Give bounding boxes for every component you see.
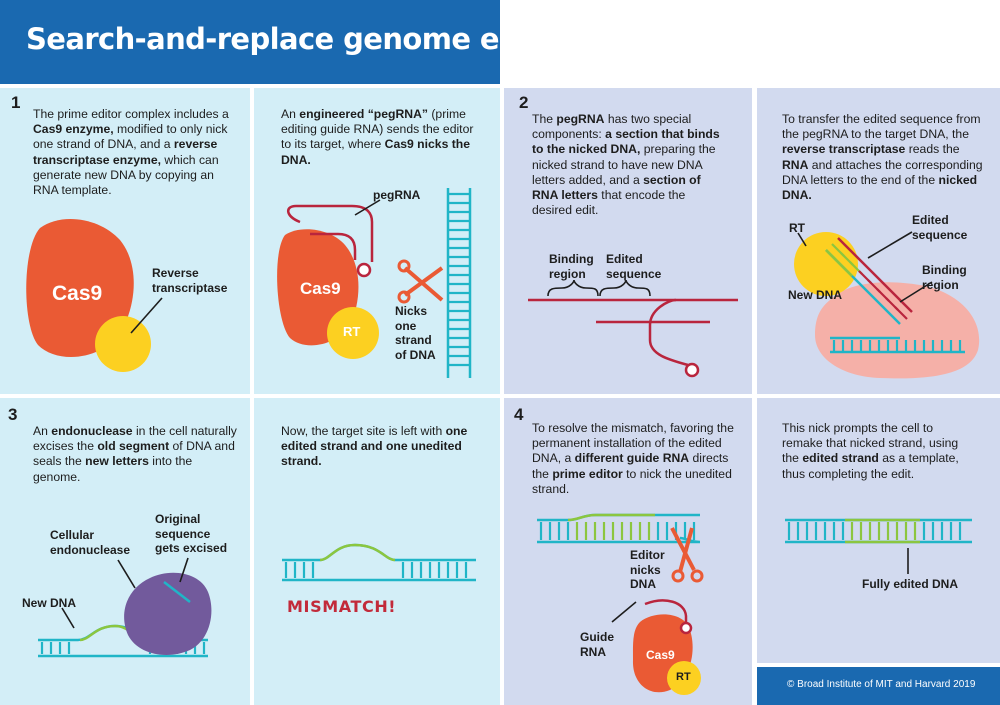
pegrna-loop-b xyxy=(356,262,372,278)
panel-2b-text: To transfer the edited sequence from the… xyxy=(782,112,983,203)
rt-shape-4a xyxy=(667,661,701,695)
original-sequence-label: Original sequence gets excised xyxy=(155,512,228,555)
edited-strand-3b xyxy=(319,543,396,562)
pegrna-pointer xyxy=(354,199,381,216)
editor-nicks-label: Editor nicks DNA xyxy=(630,548,665,591)
scissors-icon-b xyxy=(397,259,444,304)
edited-bracket xyxy=(599,279,651,297)
original-seq-pointer xyxy=(179,557,189,583)
edited-region-4b xyxy=(845,518,920,544)
endonuclease-pointer xyxy=(117,559,136,589)
page-title: Search-and-replace genome editing xyxy=(26,22,592,56)
guide-rna-label: Guide RNA xyxy=(580,630,615,659)
scissors-icon-4a xyxy=(670,527,704,583)
mismatch-label: MISMATCH! xyxy=(287,597,397,616)
duplex-rungs-2c xyxy=(831,243,908,320)
cas9-label-b: Cas9 xyxy=(300,279,341,298)
rt-shape-b xyxy=(327,307,379,359)
cas9-label-e: Cas9 xyxy=(646,648,675,662)
panel-1a-text: The prime editor complex includes a Cas9… xyxy=(33,107,229,198)
dna-rungs-4b xyxy=(787,522,962,540)
panel-1b-text: An engineered “pegRNA” (prime editing gu… xyxy=(281,107,474,167)
panel-4b-text: This nick prompts the cell to remake tha… xyxy=(782,421,959,481)
binding-region-pointer xyxy=(899,281,933,303)
panel-4a-text: To resolve the mismatch, favoring the pe… xyxy=(532,421,734,496)
edited-sequence-label-c: Edited sequence xyxy=(912,213,968,242)
panel-3b-text: Now, the target site is left with one ed… xyxy=(281,424,468,469)
panel-4a xyxy=(504,398,752,705)
panel-2a xyxy=(504,88,752,394)
edited-strand-4a xyxy=(567,513,655,522)
endonuclease-shape xyxy=(124,572,212,655)
rt-shape-2c xyxy=(794,232,858,296)
edited-sequence-label: Edited sequence xyxy=(606,252,662,281)
rna-dna-duplex-2c xyxy=(825,237,913,325)
binding-region-label: Binding region xyxy=(549,252,594,281)
binding-region-label-c: Binding region xyxy=(922,263,967,292)
dna-rungs-2c xyxy=(832,340,962,352)
title-bar: Search-and-replace genome editing xyxy=(0,0,592,84)
pegrna-loop-2a xyxy=(684,362,700,378)
pegrna-strand-b xyxy=(287,204,374,262)
dna-ladder-rungs-b xyxy=(448,192,470,367)
guide-rna-loop-4a xyxy=(679,621,693,635)
cas9-shape-2c xyxy=(815,282,980,379)
edited-seq-pointer xyxy=(867,231,913,259)
rt-pointer-line xyxy=(130,297,163,334)
new-dna-pointer xyxy=(61,607,75,629)
guide-rna-4a xyxy=(644,599,688,622)
cas9-label: Cas9 xyxy=(52,282,103,305)
guide-rna-pointer xyxy=(611,601,637,623)
credit-text: © Broad Institute of MIT and Harvard 201… xyxy=(787,679,976,690)
step-number-3: 3 xyxy=(8,405,18,424)
fully-edited-dna-label: Fully edited DNA xyxy=(862,577,959,591)
excised-strand-3a xyxy=(163,581,191,603)
dna-rungs-3b xyxy=(284,562,468,578)
dna-rung xyxy=(894,306,908,320)
panel-3a-text: An endonuclease in the cell naturally ex… xyxy=(33,424,237,484)
rt-label-e: RT xyxy=(676,671,691,683)
new-dna-label-d: New DNA xyxy=(22,596,77,610)
pegrna-hairpin-2a xyxy=(648,298,689,367)
step-number-1: 1 xyxy=(11,93,21,112)
pegrna-label: pegRNA xyxy=(373,188,421,202)
rt-label-b: RT xyxy=(343,324,361,339)
reverse-transcriptase-shape xyxy=(95,316,151,372)
reverse-transcriptase-label: Reverse transcriptase xyxy=(152,266,228,295)
cellular-endonuclease-label: Cellular endonuclease xyxy=(50,528,131,557)
nicks-label: Nicks one strand of DNA xyxy=(395,304,436,362)
step-number-2: 2 xyxy=(519,93,529,112)
rt-pointer-2c xyxy=(797,232,807,247)
panel-2a-text: The pegRNA has two special components: a… xyxy=(532,112,720,218)
step-number-4: 4 xyxy=(514,405,524,424)
new-dna-label-c: New DNA xyxy=(788,288,843,302)
credit-bar: © Broad Institute of MIT and Harvard 201… xyxy=(757,667,1000,705)
binding-bracket xyxy=(547,279,599,297)
dna-rungs-4a xyxy=(539,522,696,540)
rt-label-c: RT xyxy=(789,221,805,235)
